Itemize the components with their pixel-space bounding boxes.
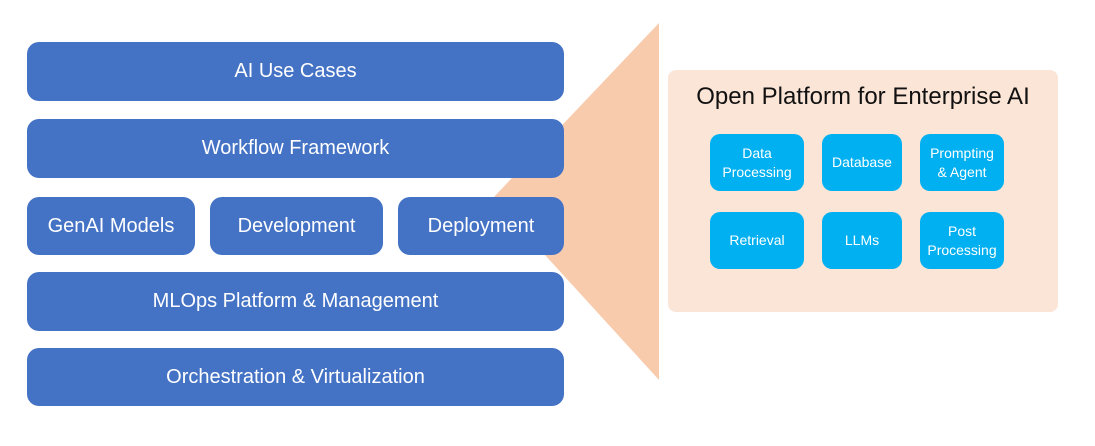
stack-box-orchestration-virtualization: Orchestration & Virtualization	[27, 348, 564, 406]
component-box-label: LLMs	[844, 232, 880, 249]
component-box-retrieval: Retrieval	[710, 212, 804, 269]
component-box-llms: LLMs	[822, 212, 902, 269]
component-grid-row: Retrieval LLMs Post Processing	[710, 212, 1004, 269]
component-box-post-processing: Post Processing	[920, 212, 1004, 269]
open-platform-panel: Open Platform for Enterprise AI Data Pro…	[668, 70, 1058, 312]
panel-title: Open Platform for Enterprise AI	[696, 83, 1030, 110]
stack-box-label: Workflow Framework	[201, 137, 390, 159]
component-box-database: Database	[822, 134, 902, 191]
component-box-prompting-agent: Prompting & Agent	[920, 134, 1004, 191]
stack-box-label: GenAI Models	[47, 214, 175, 237]
stack-box-label: Deployment	[427, 214, 535, 237]
component-box-label: Data Processing	[722, 145, 792, 180]
component-box-label: Post Processing	[927, 223, 997, 258]
component-grid: Data Processing Database Prompting & Age…	[710, 134, 1004, 269]
component-box-label: Prompting & Agent	[930, 145, 994, 180]
stack-box-workflow-framework: Workflow Framework	[27, 119, 564, 178]
component-grid-row: Data Processing Database Prompting & Age…	[710, 134, 1004, 191]
stack-box-label: Development	[237, 214, 356, 237]
stack-box-deployment: Deployment	[398, 197, 564, 255]
stack-box-label: Orchestration & Virtualization	[166, 365, 425, 388]
component-box-data-processing: Data Processing	[710, 134, 804, 191]
stack-box-label: AI Use Cases	[234, 60, 357, 82]
component-box-label: Retrieval	[729, 232, 785, 249]
stack-box-mlops-platform-management: MLOps Platform & Management	[27, 272, 564, 331]
stack-box-label: MLOps Platform & Management	[152, 290, 439, 312]
stack-box-ai-use-cases: AI Use Cases	[27, 42, 564, 101]
component-box-label: Database	[832, 154, 892, 171]
stack-box-development: Development	[210, 197, 383, 255]
stack-box-genai-models: GenAI Models	[27, 197, 195, 255]
